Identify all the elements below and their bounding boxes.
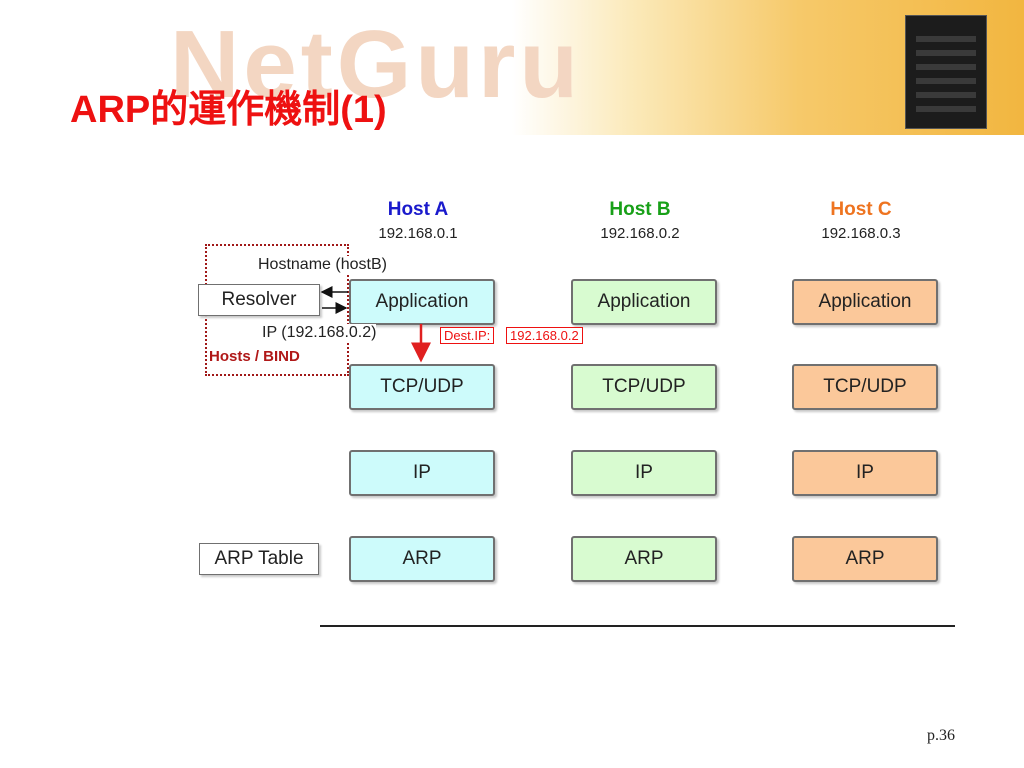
host-c-application-layer: Application (792, 279, 938, 325)
server-image (905, 15, 987, 129)
host-a-application-layer: Application (349, 279, 495, 325)
dest-ip-value: 192.168.0.2 (506, 327, 583, 344)
arp-table-box: ARP Table (199, 543, 319, 575)
page-title: ARP的運作機制(1) (70, 89, 387, 131)
host-c-ip: 192.168.0.3 (821, 225, 901, 242)
resolver-box: Resolver (198, 284, 320, 316)
ip-label: IP (192.168.0.2) (262, 324, 377, 342)
host-c-ip-layer: IP (792, 450, 938, 496)
watermark-logo: NetGuru (170, 11, 582, 118)
host-b-tcpudp-layer: TCP/UDP (571, 364, 717, 410)
host-a-arp-layer: ARP (349, 536, 495, 582)
host-b-application-layer: Application (571, 279, 717, 325)
dest-ip-label: Dest.IP: (440, 327, 495, 344)
host-c-title: Host C (830, 199, 892, 220)
host-a-tcpudp-layer: TCP/UDP (349, 364, 495, 410)
network-bus-line (320, 625, 955, 627)
page-number: p.36 (927, 727, 955, 744)
host-b-ip-layer: IP (571, 450, 717, 496)
header-banner (0, 0, 1024, 135)
hosts-bind-label: Hosts / BIND (209, 348, 300, 365)
host-a-ip: 192.168.0.1 (378, 225, 458, 242)
hostname-label: Hostname (hostB) (258, 256, 387, 274)
host-a-ip-layer: IP (349, 450, 495, 496)
host-b-title: Host B (609, 199, 671, 220)
host-b-ip: 192.168.0.2 (600, 225, 680, 242)
host-a-title: Host A (387, 199, 449, 220)
host-c-arp-layer: ARP (792, 536, 938, 582)
host-b-arp-layer: ARP (571, 536, 717, 582)
host-c-tcpudp-layer: TCP/UDP (792, 364, 938, 410)
